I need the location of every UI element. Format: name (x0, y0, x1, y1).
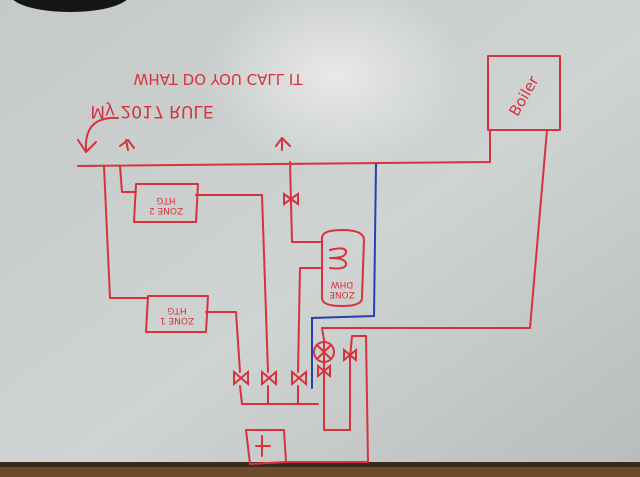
zone2-return-pipe (195, 194, 269, 373)
note-arrow-right (275, 137, 291, 151)
valve-pump-inlet (317, 363, 331, 379)
htg-zone2-box (133, 183, 199, 223)
pump-mark (317, 345, 331, 359)
valve-zone1 (233, 369, 249, 387)
dark-corner-blob (13, 0, 127, 12)
supply-header-pipe (77, 129, 491, 167)
return-manifold (239, 385, 319, 405)
dhw-zone-label-line2: ZONE (329, 289, 355, 299)
circulator-pump (313, 341, 335, 363)
valve-dhw (291, 369, 307, 387)
htg-zone1-label-line1: HTG (167, 305, 186, 315)
zone1-return-pipe (205, 311, 241, 373)
htg-zone2-label-line2: ZONE 2 (149, 205, 183, 215)
htg-zone1-label-line2: ZONE 1 (160, 315, 194, 325)
pump-loop-pipe (321, 327, 351, 431)
note-line2: WHAT DO YOU CALL IT (134, 70, 304, 88)
outer-loop-pipe (285, 335, 369, 463)
dhw-coil (329, 247, 347, 270)
boiler-box (487, 55, 561, 131)
zone2-supply-pipe (119, 165, 137, 193)
cold-water-line (311, 163, 377, 389)
valve-zone2 (261, 369, 277, 387)
note-arrow-middle (119, 139, 135, 151)
note-arrow-left (77, 116, 119, 153)
bottom-frame-edge (0, 466, 640, 477)
bottom-frame-shadow (0, 462, 640, 467)
dhw-tank (321, 229, 365, 307)
dhw-supply-pipe (289, 161, 323, 243)
valve-dhw-branch (283, 192, 299, 206)
dhw-return-pipe (297, 267, 323, 373)
valve-loop (343, 347, 357, 363)
zone1-supply-pipe (103, 165, 149, 299)
htg-zone1-box (145, 295, 209, 333)
boiler-return-pipe (321, 129, 548, 329)
htg-zone2-label-line1: HTG (156, 195, 175, 205)
tank-mark (255, 435, 271, 457)
expansion-tank (245, 429, 287, 465)
note-line1: My 2017 RULE (90, 101, 213, 121)
dhw-zone-label-line1: DHW (331, 279, 354, 289)
light-glare (205, 0, 465, 170)
